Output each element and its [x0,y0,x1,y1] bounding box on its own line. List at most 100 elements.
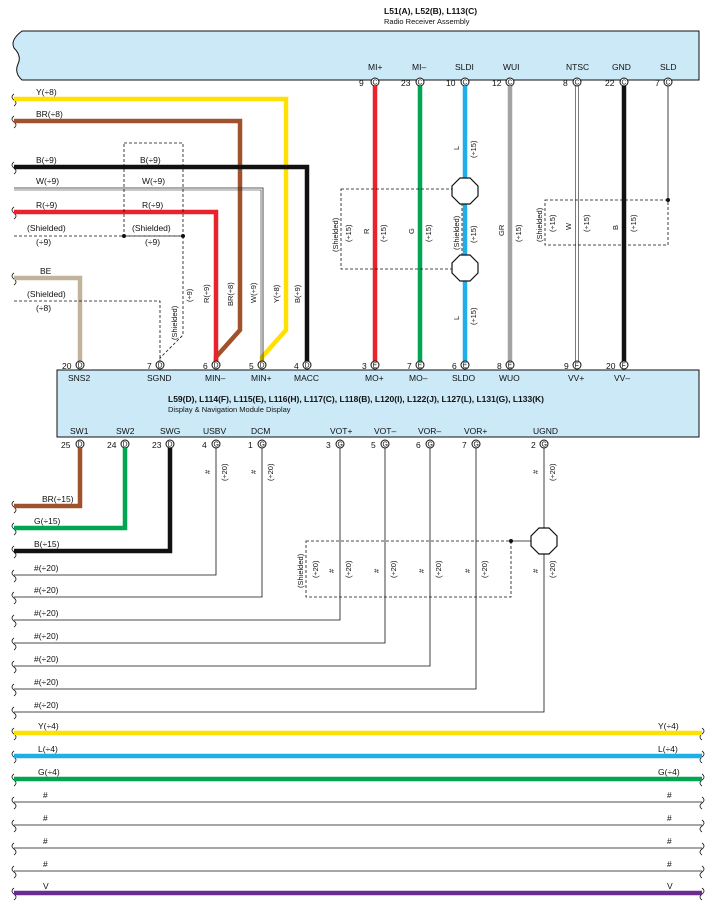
pin-sldo [460,360,470,370]
splice-sld [666,198,670,202]
vlabel-div15b: (÷15) [379,224,388,242]
shield-box-right [544,199,669,246]
pin-conn-vot-minus: G [383,442,388,449]
vlabel-div15d: (÷15) [469,140,478,158]
pin-num-ugnd: 2 [531,440,536,450]
wire-red-r9 [14,209,219,364]
pin-num-vor-minus: 6 [416,440,421,450]
pin-num-min-minus: 6 [203,361,208,371]
pin-name-ugnd: UGND [533,426,558,436]
bus-right-2: G(÷4) [658,767,680,777]
pin-name-usbv: USBV [203,426,226,436]
pin-conn-sld: C [666,80,671,87]
label-br15: BR(÷15) [42,494,74,504]
label-b15: B(÷15) [34,539,60,549]
wire-shield-be [14,300,161,364]
label-mid-r9: R(÷9) [142,200,163,210]
pin-conn-mo-minus: E [418,363,423,370]
pin-conn-ugnd: G [542,442,547,449]
pin-num-ntsc: 8 [563,78,568,88]
bus-left-0: Y(÷4) [38,721,59,731]
bus-right-5: # [667,836,672,846]
pin-name-swg: SWG [160,426,180,436]
vlabel-div15f: (÷15) [469,307,478,325]
vertical-labels-left: (Shielded) (÷9) R(÷9) BR(÷8) W(÷9) Y(÷8)… [170,282,302,340]
pin-conn-macc: D [305,363,310,370]
pin-name-mi-plus: MI+ [368,62,382,72]
label-y8: Y(÷8) [36,87,57,97]
vlabel-ugnd-div: (÷20) [548,463,557,481]
pin-conn-vot-plus: G [338,442,343,449]
pin-num-mo-plus: 3 [362,361,367,371]
shield-box-bottom [305,540,512,598]
middle-module-title: L59(D), L114(F), L115(E), L116(H), L117(… [168,394,544,404]
label-div8: (÷8) [36,303,51,313]
label-b9: B(÷9) [36,155,57,165]
pin-num-wui: 12 [492,78,502,88]
pin-num-sldo: 6 [452,361,457,371]
pin-ntsc [572,77,582,87]
vlabel-ugnd-hash: # [531,469,540,474]
bus-right-3: # [667,790,672,800]
pin-num-mi-minus: 23 [401,78,411,88]
bus-left-6: # [43,859,48,869]
pin-num-vor-plus: 7 [462,440,467,450]
vlabel-w9: W(÷9) [249,282,258,303]
bottom-left-wire-breaks [11,500,17,720]
vertical-labels-middle: (Shielded) (÷15) R (÷15) G (÷15) L (÷15)… [331,140,638,325]
middle-module-top-pins: D 20 SNS2 D 7 SGND D 6 MIN– D 5 MIN+ D 4… [62,360,630,383]
pin-name-mi-minus: MI– [412,62,426,72]
pin-num-sw1: 25 [61,440,71,450]
pin-conn-ntsc: C [575,80,580,87]
pin-name-vot-plus: VOT+ [330,426,352,436]
pin-conn-min-minus: D [214,363,219,370]
bottom-thin-wires [14,448,545,713]
splice-shield-left [122,234,126,238]
vlabel-sldi-shield: (Shielded) [452,215,461,250]
pin-name-vor-minus: VOR– [418,426,441,436]
vlabel-shield15: (Shielded) [331,217,340,252]
pin-num-dcm: 1 [248,440,253,450]
pin-min-plus [257,360,267,370]
vlabel-dcm-div: (÷20) [266,463,275,481]
pin-conn-gnd: C [622,80,627,87]
pin-conn-mo-plus: E [373,363,378,370]
pin-name-min-plus: MIN+ [251,373,272,383]
vlabel-b9: B(÷9) [293,284,302,303]
pin-name-min-minus: MIN– [205,373,226,383]
pin-num-gnd: 22 [605,78,615,88]
pin-conn-sw1: D [78,442,83,449]
pin-macc [302,360,312,370]
wire-white-ntsc [575,86,579,364]
pin-conn-sldo: E [463,363,468,370]
pin-num-usbv: 4 [202,440,207,450]
vlabel-b: B [611,225,620,230]
wire-black-b9 [14,164,310,364]
vlabel-sgnd-shield: (Shielded) [170,305,179,340]
vlabel-div15g: (÷15) [514,224,523,242]
pin-name-mo-minus: MO– [409,373,428,383]
pin-name-macc: MACC [294,373,319,383]
pin-num-sld: 7 [655,78,660,88]
top-module-subtitle: Radio Receiver Assembly [384,17,470,26]
shield-connector-bottom [451,254,479,282]
pin-conn-sgnd: D [158,363,163,370]
wire-white-w9-inner [14,189,262,364]
pin-conn-vv-plus: F [575,363,579,370]
top-left-wire-labels: Y(÷8) BR(÷8) B(÷9) W(÷9) R(÷9) (Shielded… [27,87,171,313]
vlabel-r: R [362,228,371,234]
vlabel-div15j: (÷15) [629,214,638,232]
bus-labels: Y(÷4) L(÷4) G(÷4) # # # # V Y(÷4) L(÷4) … [38,721,680,891]
pin-min-minus [211,360,221,370]
vlabel-vorp-hash: # [463,568,472,573]
top-module-title: L51(A), L52(B), L113(C) [384,6,477,16]
pin-num-swg: 23 [152,440,162,450]
bus-right-7: V [667,881,673,891]
vlabel-usbv-div: (÷20) [220,463,229,481]
pin-num-mo-minus: 7 [407,361,412,371]
bus-right-6: # [667,859,672,869]
pin-conn-wui: C [508,80,513,87]
vlabel-votp-hash: # [327,568,336,573]
vlabel-vorm-hash: # [417,568,426,573]
pin-conn-mi-minus: C [418,80,423,87]
